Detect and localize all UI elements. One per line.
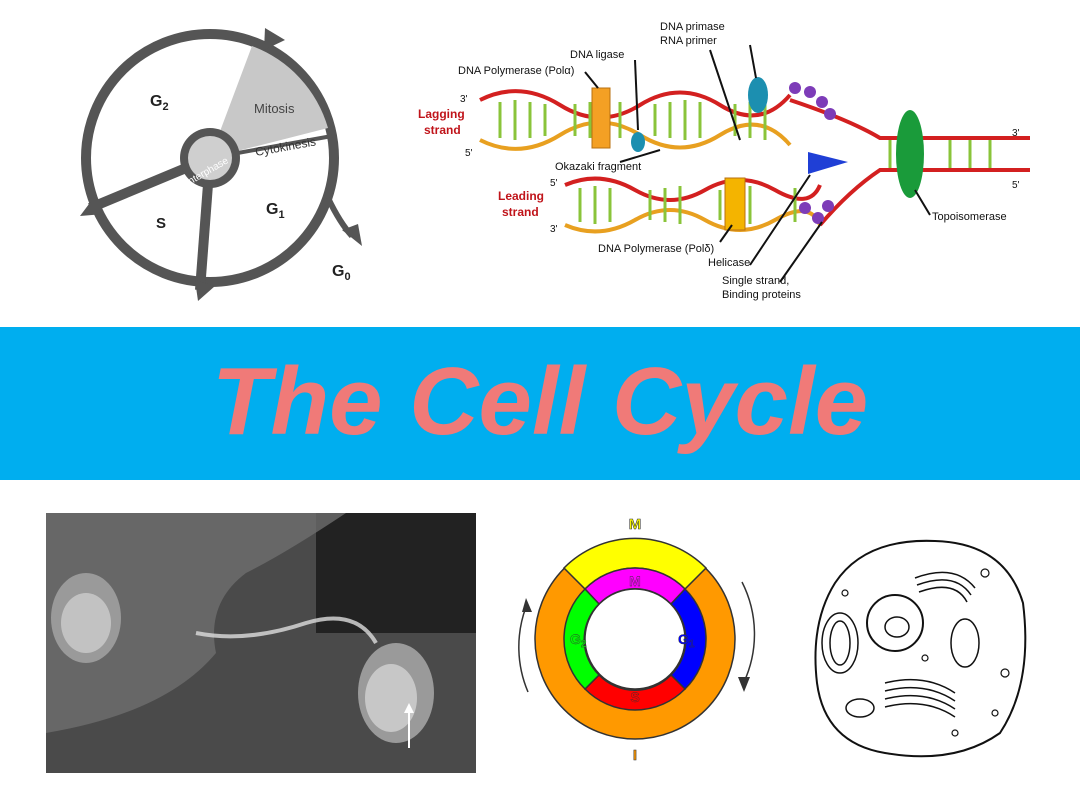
interphase-center <box>188 136 232 180</box>
lagging-strand-label: strand <box>424 123 461 137</box>
leading-label: Leading <box>498 189 544 203</box>
g0-label: G0 <box>332 263 351 283</box>
arrow-left-icon <box>518 606 529 693</box>
dna-ligase <box>631 132 645 152</box>
title-banner: The Cell Cycle <box>0 327 1080 480</box>
colored-cycle-diagram: M M G2 G1 S I <box>518 516 756 764</box>
okazaki-label: Okazaki fragment <box>555 161 641 173</box>
g2-label: G2 <box>150 93 169 113</box>
helicase <box>808 152 848 174</box>
mitosis-wedge <box>210 46 328 158</box>
prime-3-top: 3' <box>460 94 468 105</box>
m-outer-label: M <box>629 516 642 533</box>
arrowhead-left <box>80 196 104 216</box>
helicase-label: Helicase <box>708 257 750 269</box>
polymerase-alpha-label: DNA Polymerase (Polα) <box>458 65 574 77</box>
prime-5-right: 5' <box>1012 180 1020 191</box>
ssb-label-2: Binding proteins <box>722 289 801 301</box>
g1-label: G1 <box>266 201 285 221</box>
leader-lines <box>584 44 931 283</box>
lagging-label: Lagging <box>418 107 465 121</box>
leading-strand-label: strand <box>502 205 539 219</box>
i-outer-label: I <box>633 747 637 764</box>
dna-primase <box>748 77 768 113</box>
polymerase-delta <box>724 177 746 231</box>
g1-inner-label: G1 <box>678 631 695 650</box>
inner-segment-g2 <box>563 587 601 691</box>
page-title: The Cell Cycle <box>211 347 869 455</box>
polymerase-alpha <box>591 87 611 149</box>
cell-cycle-diagram: G2 Mitosis Cytokinesis Interphase S G1 G… <box>80 28 362 301</box>
ssb-label-1: Single strand, <box>722 275 789 287</box>
topoisomerase-label: Topoisomerase <box>932 211 1007 223</box>
polymerase-delta-label: DNA Polymerase (Polδ) <box>598 243 714 255</box>
cell-micrograph <box>46 513 476 773</box>
mitosis-label: Mitosis <box>254 101 295 116</box>
arrowhead-top <box>264 28 285 50</box>
ssb-proteins <box>789 82 836 224</box>
rna-primer-label: RNA primer <box>660 35 717 47</box>
dna-ligase-label: DNA ligase <box>570 49 624 61</box>
g0-arrowhead <box>342 224 362 246</box>
fork-upper <box>789 98 1030 140</box>
fork-lower <box>818 168 1030 227</box>
leading-strand-helix <box>564 176 822 234</box>
outer-cycle-ring <box>81 29 339 287</box>
prime-5-lead: 5' <box>550 178 558 189</box>
animal-cell-drawing <box>814 539 1027 758</box>
prime-3-right: 3' <box>1012 128 1020 139</box>
prime-3-lead: 3' <box>550 224 558 235</box>
prime-5-left: 5' <box>465 148 473 159</box>
topoisomerase <box>896 110 924 198</box>
m-inner-label: M <box>629 573 641 589</box>
arrowhead-bottom <box>195 280 215 301</box>
dna-primase-label: DNA primase <box>660 21 725 33</box>
dna-replication-diagram: DNA primase RNA primer DNA ligase DNA Po… <box>418 21 1030 301</box>
s-label: S <box>156 215 166 232</box>
g2-inner-label: G2 <box>570 631 587 650</box>
arrow-right-icon <box>741 581 756 683</box>
s-inner-label: S <box>630 689 639 705</box>
